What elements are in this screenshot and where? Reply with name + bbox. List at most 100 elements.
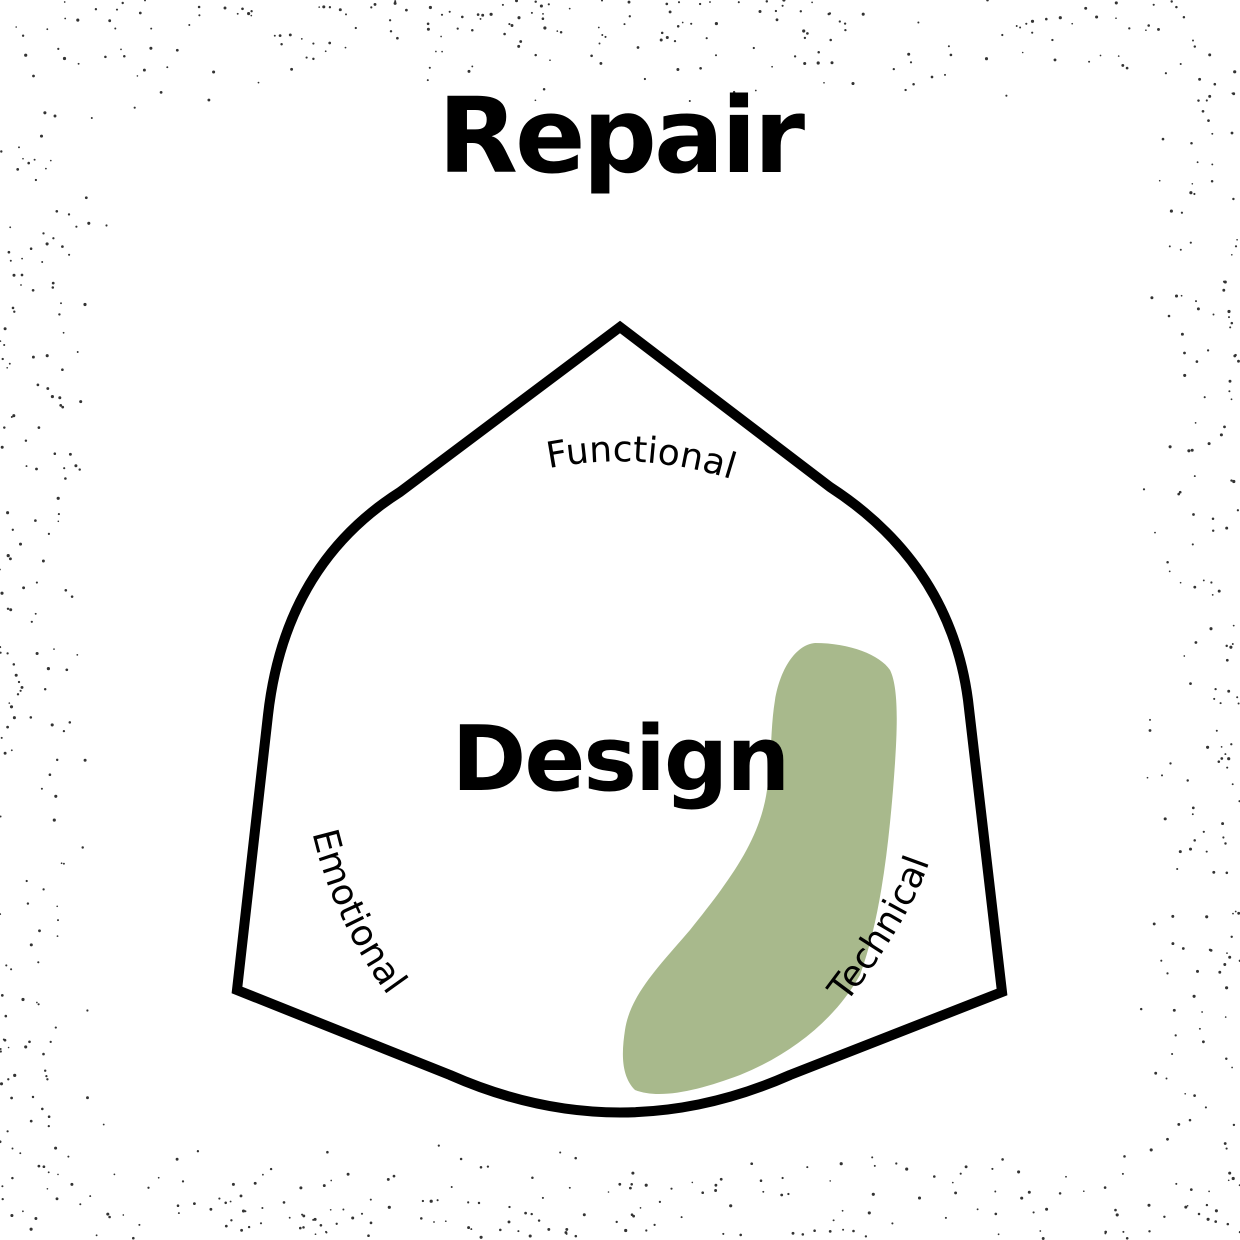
speckle-dot bbox=[46, 1187, 49, 1190]
speckle-dot bbox=[668, 10, 672, 14]
speckle-dot bbox=[1211, 163, 1214, 166]
speckle-dot bbox=[62, 331, 65, 334]
speckle-dot bbox=[730, 99, 732, 102]
speckle-dot bbox=[1031, 31, 1034, 34]
speckle-dot bbox=[780, 1193, 784, 1197]
speckle-dot bbox=[1099, 54, 1102, 57]
speckle-dot bbox=[531, 1176, 534, 1179]
speckle-dot bbox=[313, 1217, 317, 1221]
speckle-dot bbox=[70, 595, 74, 598]
speckle-dot bbox=[530, 1212, 533, 1216]
speckle-dot bbox=[658, 1200, 662, 1204]
speckle-dot bbox=[239, 1194, 243, 1198]
speckle-dot bbox=[342, 1208, 345, 1211]
speckle-dot bbox=[1183, 373, 1187, 377]
speckle-dot bbox=[813, 1229, 816, 1232]
speckle-dot bbox=[565, 1227, 569, 1231]
speckle-dot bbox=[947, 45, 950, 48]
speckle-dot bbox=[47, 1171, 50, 1174]
speckle-dot bbox=[396, 36, 399, 40]
center-label: Design bbox=[452, 707, 789, 812]
speckle-dot bbox=[699, 66, 702, 70]
speckle-dot bbox=[1125, 66, 1129, 70]
speckle-dot bbox=[917, 21, 920, 24]
speckle-dot bbox=[57, 919, 59, 922]
speckle-dot bbox=[0, 591, 4, 595]
speckle-dot bbox=[1163, 817, 1167, 821]
speckle-dot bbox=[1232, 197, 1235, 201]
speckle-dot bbox=[13, 310, 16, 313]
speckle-dot bbox=[1192, 39, 1194, 42]
speckle-dot bbox=[1202, 830, 1205, 833]
speckle-dot bbox=[41, 559, 45, 563]
speckle-dot bbox=[236, 12, 239, 15]
speckle-dot bbox=[3, 327, 7, 331]
speckle-dot bbox=[1191, 806, 1195, 810]
speckle-dot bbox=[142, 68, 146, 72]
speckle-dot bbox=[1114, 1208, 1117, 1212]
speckle-dot bbox=[461, 15, 464, 19]
speckle-dot bbox=[0, 815, 2, 818]
speckle-dot bbox=[629, 1186, 632, 1190]
speckle-dot bbox=[120, 48, 122, 51]
speckle-dot bbox=[930, 75, 934, 79]
speckle-dot bbox=[241, 1209, 246, 1213]
speckle-dot bbox=[1184, 1092, 1187, 1095]
speckle-dot bbox=[393, 1, 397, 5]
speckle-dot bbox=[24, 1045, 28, 1049]
speckle-dot bbox=[122, 1214, 125, 1216]
speckle-dot bbox=[389, 30, 393, 33]
speckle-dot bbox=[838, 20, 841, 23]
speckle-dot bbox=[10, 749, 13, 752]
speckle-dot bbox=[78, 468, 81, 471]
speckle-dot bbox=[1197, 1212, 1201, 1216]
speckle-dot bbox=[37, 426, 41, 429]
speckle-dot bbox=[444, 1220, 447, 1223]
speckle-dot bbox=[1149, 1148, 1153, 1152]
speckle-dot bbox=[844, 28, 847, 32]
speckle-dot bbox=[159, 91, 163, 94]
speckle-dot bbox=[115, 8, 119, 11]
speckle-dot bbox=[49, 159, 52, 162]
speckle-dot bbox=[68, 721, 72, 724]
speckle-dot bbox=[1231, 1066, 1233, 1069]
speckle-dot bbox=[247, 1225, 251, 1229]
diagram-title: Repair bbox=[438, 75, 805, 197]
speckle-dot bbox=[299, 1186, 303, 1190]
speckle-dot bbox=[450, 1186, 453, 1188]
speckle-dot bbox=[1015, 25, 1018, 27]
speckle-dot bbox=[1228, 1171, 1232, 1175]
speckle-dot bbox=[113, 1173, 116, 1176]
speckle-dot bbox=[15, 26, 18, 28]
speckle-dot bbox=[149, 46, 153, 50]
speckle-dot bbox=[6, 511, 10, 515]
speckle-dot bbox=[68, 253, 71, 256]
speckle-dot bbox=[405, 8, 408, 12]
speckle-dot bbox=[842, 1228, 845, 1231]
speckle-dot bbox=[864, 1235, 868, 1238]
speckle-dot bbox=[1193, 192, 1196, 196]
speckle-dot bbox=[1228, 316, 1230, 319]
speckle-dot bbox=[994, 1190, 997, 1193]
speckle-dot bbox=[1193, 585, 1197, 589]
speckle-dot bbox=[680, 1216, 683, 1219]
speckle-dot bbox=[892, 67, 895, 71]
speckle-dot bbox=[1149, 718, 1151, 721]
speckle-dot bbox=[138, 11, 142, 15]
speckle-dot bbox=[90, 116, 93, 120]
speckle-dot bbox=[10, 416, 13, 418]
speckle-dot bbox=[9, 226, 12, 229]
speckle-dot bbox=[1180, 211, 1184, 214]
speckle-dot bbox=[1203, 396, 1206, 399]
speckle-dot bbox=[1039, 1230, 1042, 1232]
speckle-dot bbox=[1207, 442, 1211, 446]
speckle-dot bbox=[29, 716, 33, 719]
speckle-dot bbox=[1225, 1147, 1228, 1150]
speckle-dot bbox=[722, 1232, 725, 1235]
speckle-dot bbox=[22, 586, 26, 590]
speckle-dot bbox=[257, 81, 260, 84]
speckle-dot bbox=[1174, 294, 1179, 298]
speckle-dot bbox=[861, 12, 865, 16]
speckle-dot bbox=[175, 1157, 179, 1161]
speckle-dot bbox=[50, 723, 54, 727]
